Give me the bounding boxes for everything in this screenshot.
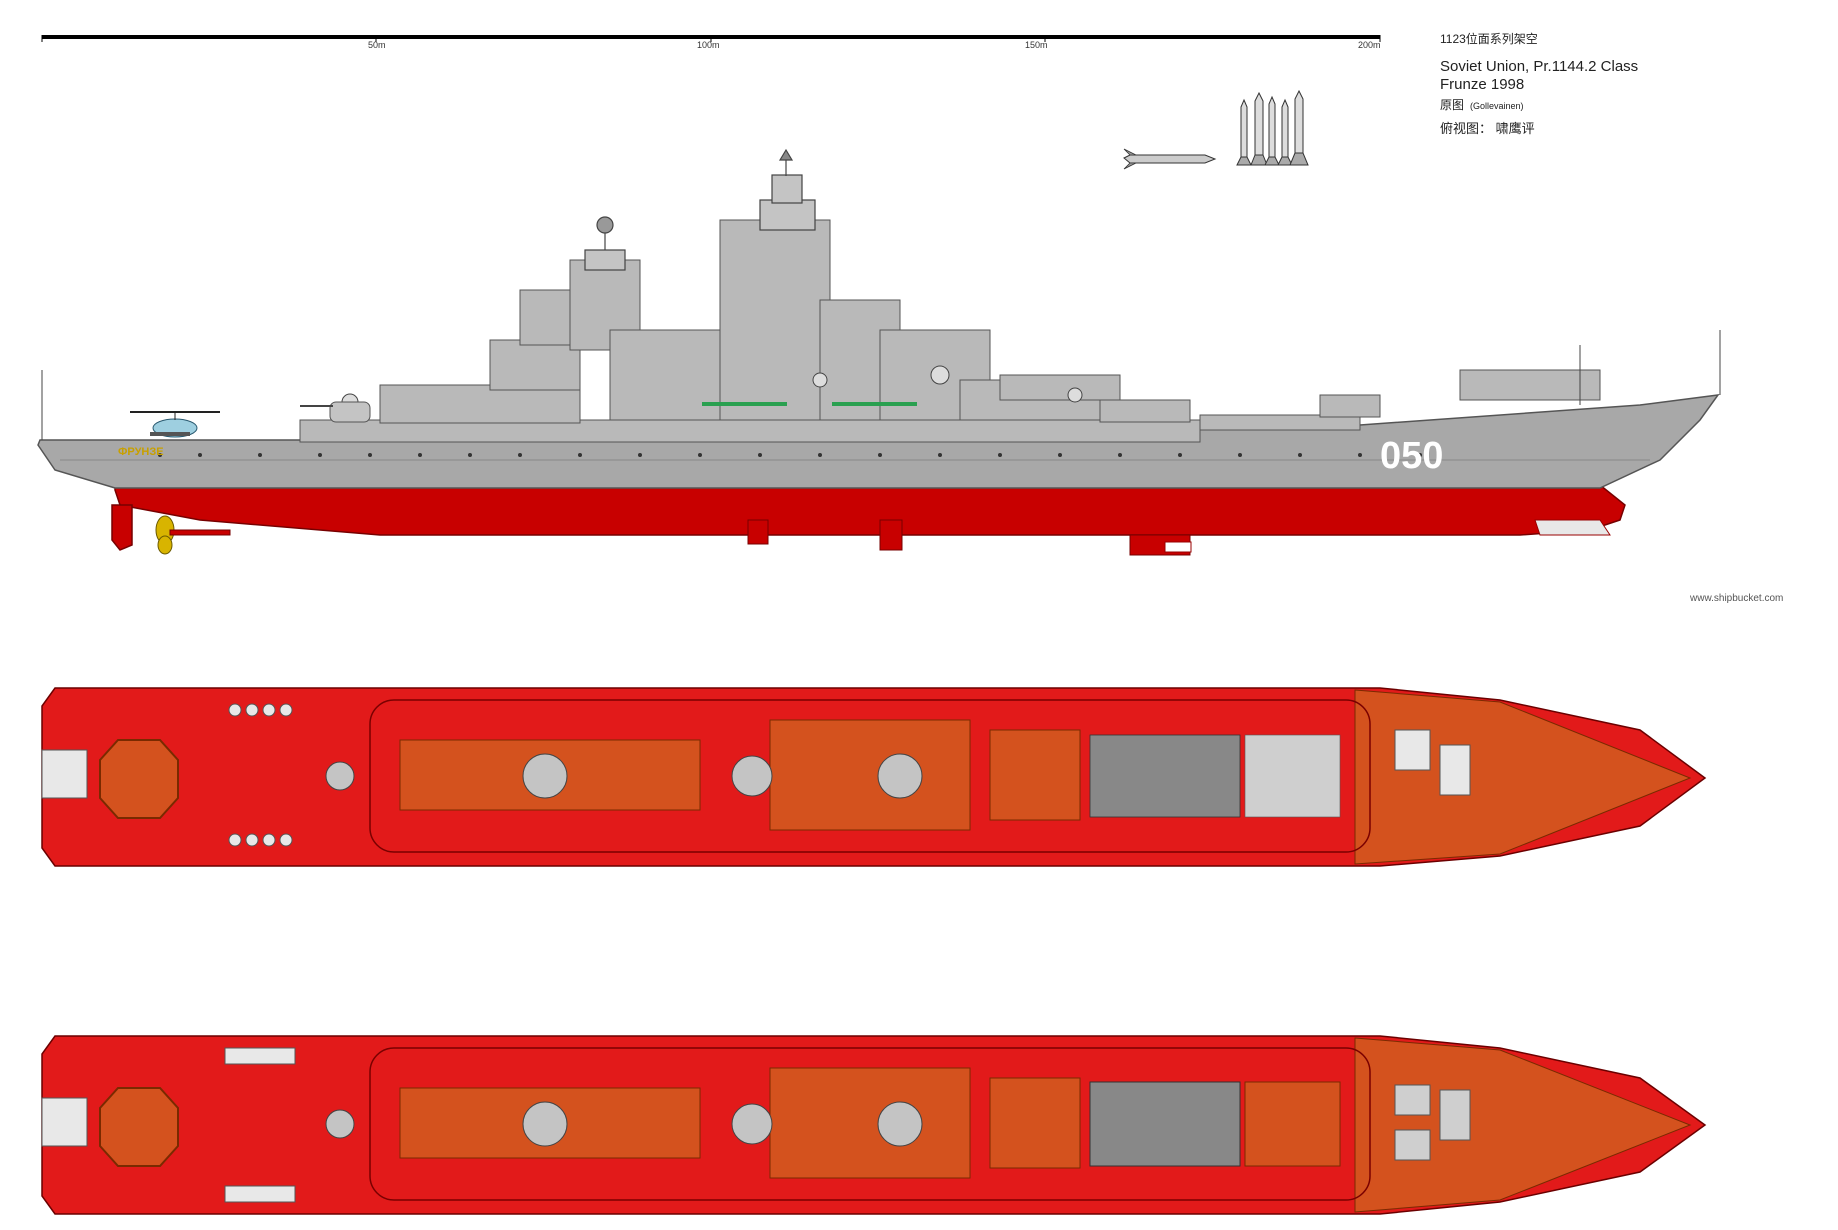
side-profile: 050 ФРУНЗЕ (37, 148, 1721, 556)
pennant-number: 050 (1380, 435, 1443, 477)
helipad (99, 1087, 179, 1167)
ship-year: Frunze 1998 (1440, 76, 1525, 93)
missile-icon (1264, 95, 1280, 166)
scale-label-50: 50m (368, 40, 386, 50)
original-credit: 原图 (Gollevainen) (1440, 96, 1524, 113)
propeller-icon (155, 515, 231, 555)
missile-icon (1289, 89, 1309, 166)
lower-hull (114, 484, 1626, 536)
missile-icon (1123, 148, 1217, 170)
watermark: www.shipbucket.com (1690, 593, 1784, 604)
series-title: 1123位面系列架空 (1440, 32, 1538, 46)
scale-bar (41, 35, 1381, 42)
helipad (99, 739, 179, 819)
ship-name: ФРУНЗЕ (118, 446, 164, 458)
top-view-lower (41, 1035, 1707, 1215)
weapons-legend (1123, 89, 1309, 170)
mast-icon (584, 216, 626, 271)
scale-label-100: 100m (697, 40, 720, 50)
scale-label-150: 150m (1025, 40, 1048, 50)
missile-icon (1250, 91, 1268, 166)
original-author: (Gollevainen) (1470, 101, 1524, 111)
original-label: 原图 (1440, 98, 1465, 112)
missile-icon (1236, 98, 1252, 166)
scale-label-200: 200m (1358, 40, 1381, 50)
helicopter-icon (130, 411, 220, 438)
missile-icon (1277, 98, 1293, 166)
mast-icon (759, 148, 816, 231)
country-class: Soviet Union, Pr.1144.2 Class (1440, 58, 1639, 75)
top-view-upper (41, 687, 1707, 867)
topview-credit: 俯视图： 啸鹰评 (1440, 121, 1535, 136)
